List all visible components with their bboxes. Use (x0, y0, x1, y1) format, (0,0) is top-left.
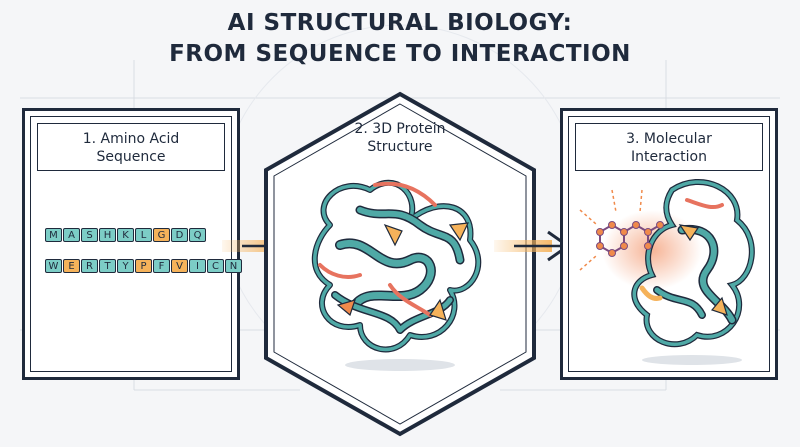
amino-acid-row2-4: Y (117, 259, 134, 273)
amino-acid-row1-7: D (171, 228, 188, 242)
amino-acid-row1-4: K (117, 228, 134, 242)
amino-acid-row1-0: M (45, 228, 62, 242)
amino-acid-row2-10: N (225, 259, 242, 273)
amino-acid-row2-1: E (63, 259, 80, 273)
amino-acid-row2-7: V (171, 259, 188, 273)
amino-acid-row2-6: F (153, 259, 170, 273)
structure-label: 2. 3D Protein Structure (320, 120, 480, 156)
amino-acid-row1-5: L (135, 228, 152, 242)
interaction-panel-frame (568, 116, 770, 372)
interaction-label: 3. Molecular Interaction (575, 123, 763, 171)
amino-acid-row2-5: P (135, 259, 152, 273)
title-line-2: FROM SEQUENCE TO INTERACTION (169, 41, 631, 67)
amino-acid-row1-8: Q (189, 228, 206, 242)
interaction-panel: 3. Molecular Interaction (560, 108, 778, 380)
sequence-label-line-2: Sequence (96, 149, 166, 165)
structure-label-line-1: 2. 3D Protein (354, 121, 446, 137)
amino-acid-row2-3: T (99, 259, 116, 273)
sequence-label: 1. Amino Acid Sequence (37, 123, 225, 171)
structure-label-line-2: Structure (367, 139, 433, 155)
protein-ribbon-icon (311, 179, 482, 371)
sequence-label-line-1: 1. Amino Acid (82, 131, 180, 147)
amino-acid-row1-1: A (63, 228, 80, 242)
amino-acid-row2-9: C (207, 259, 224, 273)
page-title: AI STRUCTURAL BIOLOGY: FROM SEQUENCE TO … (0, 8, 800, 70)
amino-acid-row1-3: H (99, 228, 116, 242)
title-line-1: AI STRUCTURAL BIOLOGY: (227, 10, 573, 36)
amino-acid-row1-2: S (81, 228, 98, 242)
amino-acid-row2-0: W (45, 259, 62, 273)
interaction-label-line-2: Interaction (631, 149, 707, 165)
interaction-label-line-1: 3. Molecular (626, 131, 712, 147)
amino-acid-row1-6: G (153, 228, 170, 242)
amino-acid-row2-8: I (189, 259, 206, 273)
interaction-drawing (579, 178, 755, 365)
amino-acid-row2-2: R (81, 259, 98, 273)
